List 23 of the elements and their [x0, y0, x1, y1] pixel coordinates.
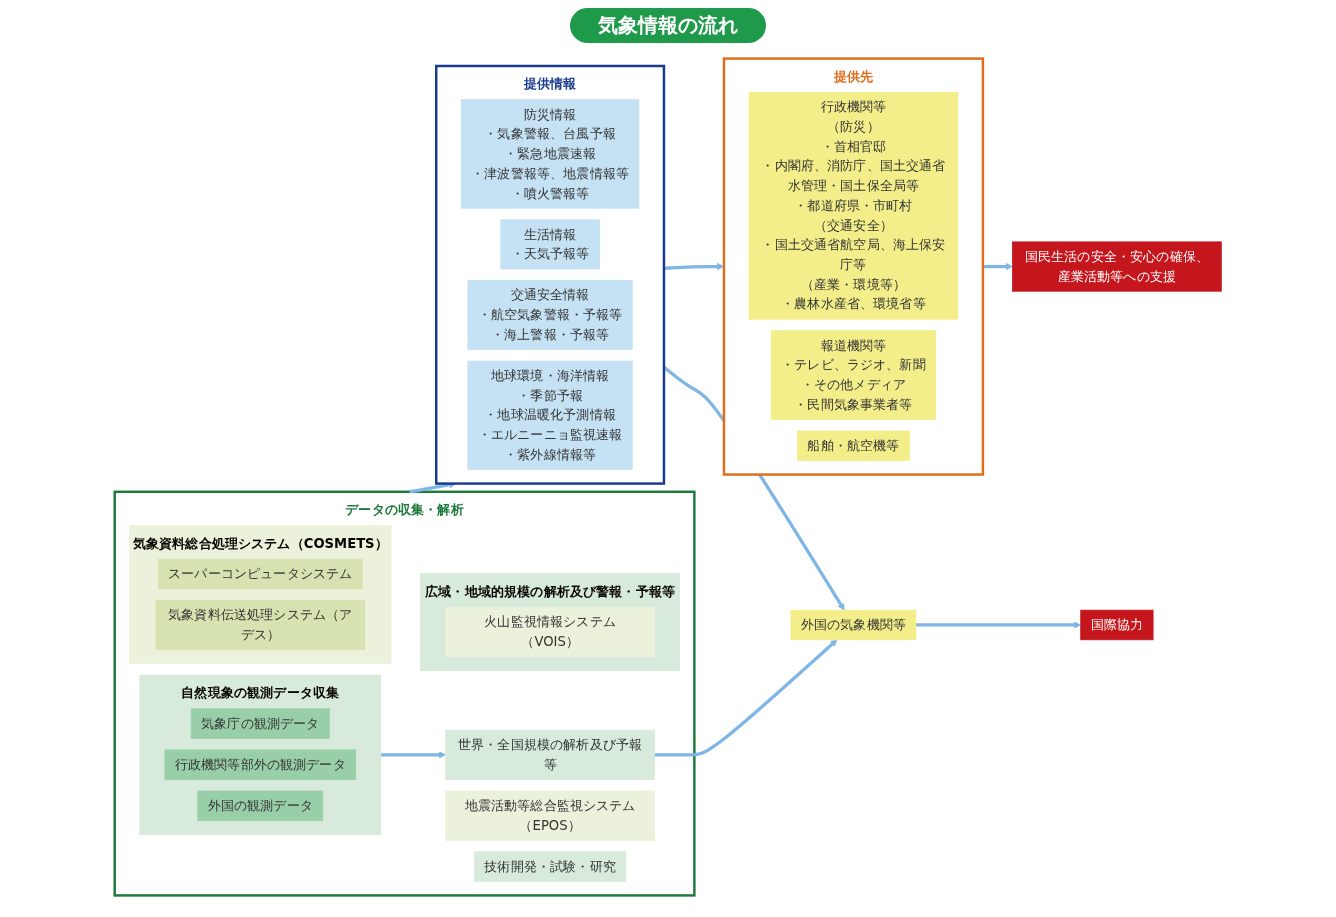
arrow	[915, 621, 1082, 629]
node-box: 地震活動等総合監視システム（EPOS）	[445, 790, 655, 841]
node-box: 気象庁の観測データ	[190, 708, 330, 739]
node-box: 世界・全国規模の解析及び予報等	[445, 729, 655, 780]
node-box: 技術開発・試験・研究	[474, 851, 627, 882]
node-box: 生活情報 ・天気予報等	[500, 219, 600, 270]
title-banner: 気象情報の流れ	[570, 8, 766, 43]
node-box: 国際協力	[1080, 609, 1154, 641]
node-box: 地球環境・海洋情報 ・季節予報 ・地球温暖化予測情報 ・エルニーニョ監視速報 ・紫外線情報等	[467, 360, 633, 470]
node-box: スーパーコンピュータシステム	[157, 558, 363, 590]
node-box: 船舶・航空機等	[797, 430, 910, 461]
arrow	[654, 639, 838, 757]
node-box: 外国の観測データ	[197, 790, 324, 822]
node-box: 気象資料伝送処理システム（アデス）	[155, 599, 366, 651]
node-box: 交通安全情報 ・航空気象警報・予報等 ・海上警報・予報等	[467, 280, 633, 350]
node-box: 外国の気象機関等	[790, 609, 917, 641]
node-box: 報道機関等 ・テレビ、ラジオ、新聞 ・その他メディア ・民間気象事業者等	[770, 330, 937, 420]
node-box: 行政機関等部外の観測データ	[164, 749, 357, 780]
arrow	[982, 262, 1013, 271]
node-box: 行政機関等 （防災） ・首相官邸 ・内閣府、消防庁、国土交通省水管理・国土保全局等 ・都道府県・市町村 （交通安全） ・国土交通省航空局、海上保安庁等 （産業・環境等） ・農林水産省、環境省等	[748, 91, 959, 320]
node-box: 防災情報 ・気象警報、台風予報 ・緊急地震速報 ・津波警報等、地震情報等 ・噴火警報等	[460, 99, 640, 209]
arrow	[380, 751, 447, 759]
node-box: 国民生活の安全・安心の確保、産業活動等への支援	[1012, 241, 1222, 292]
